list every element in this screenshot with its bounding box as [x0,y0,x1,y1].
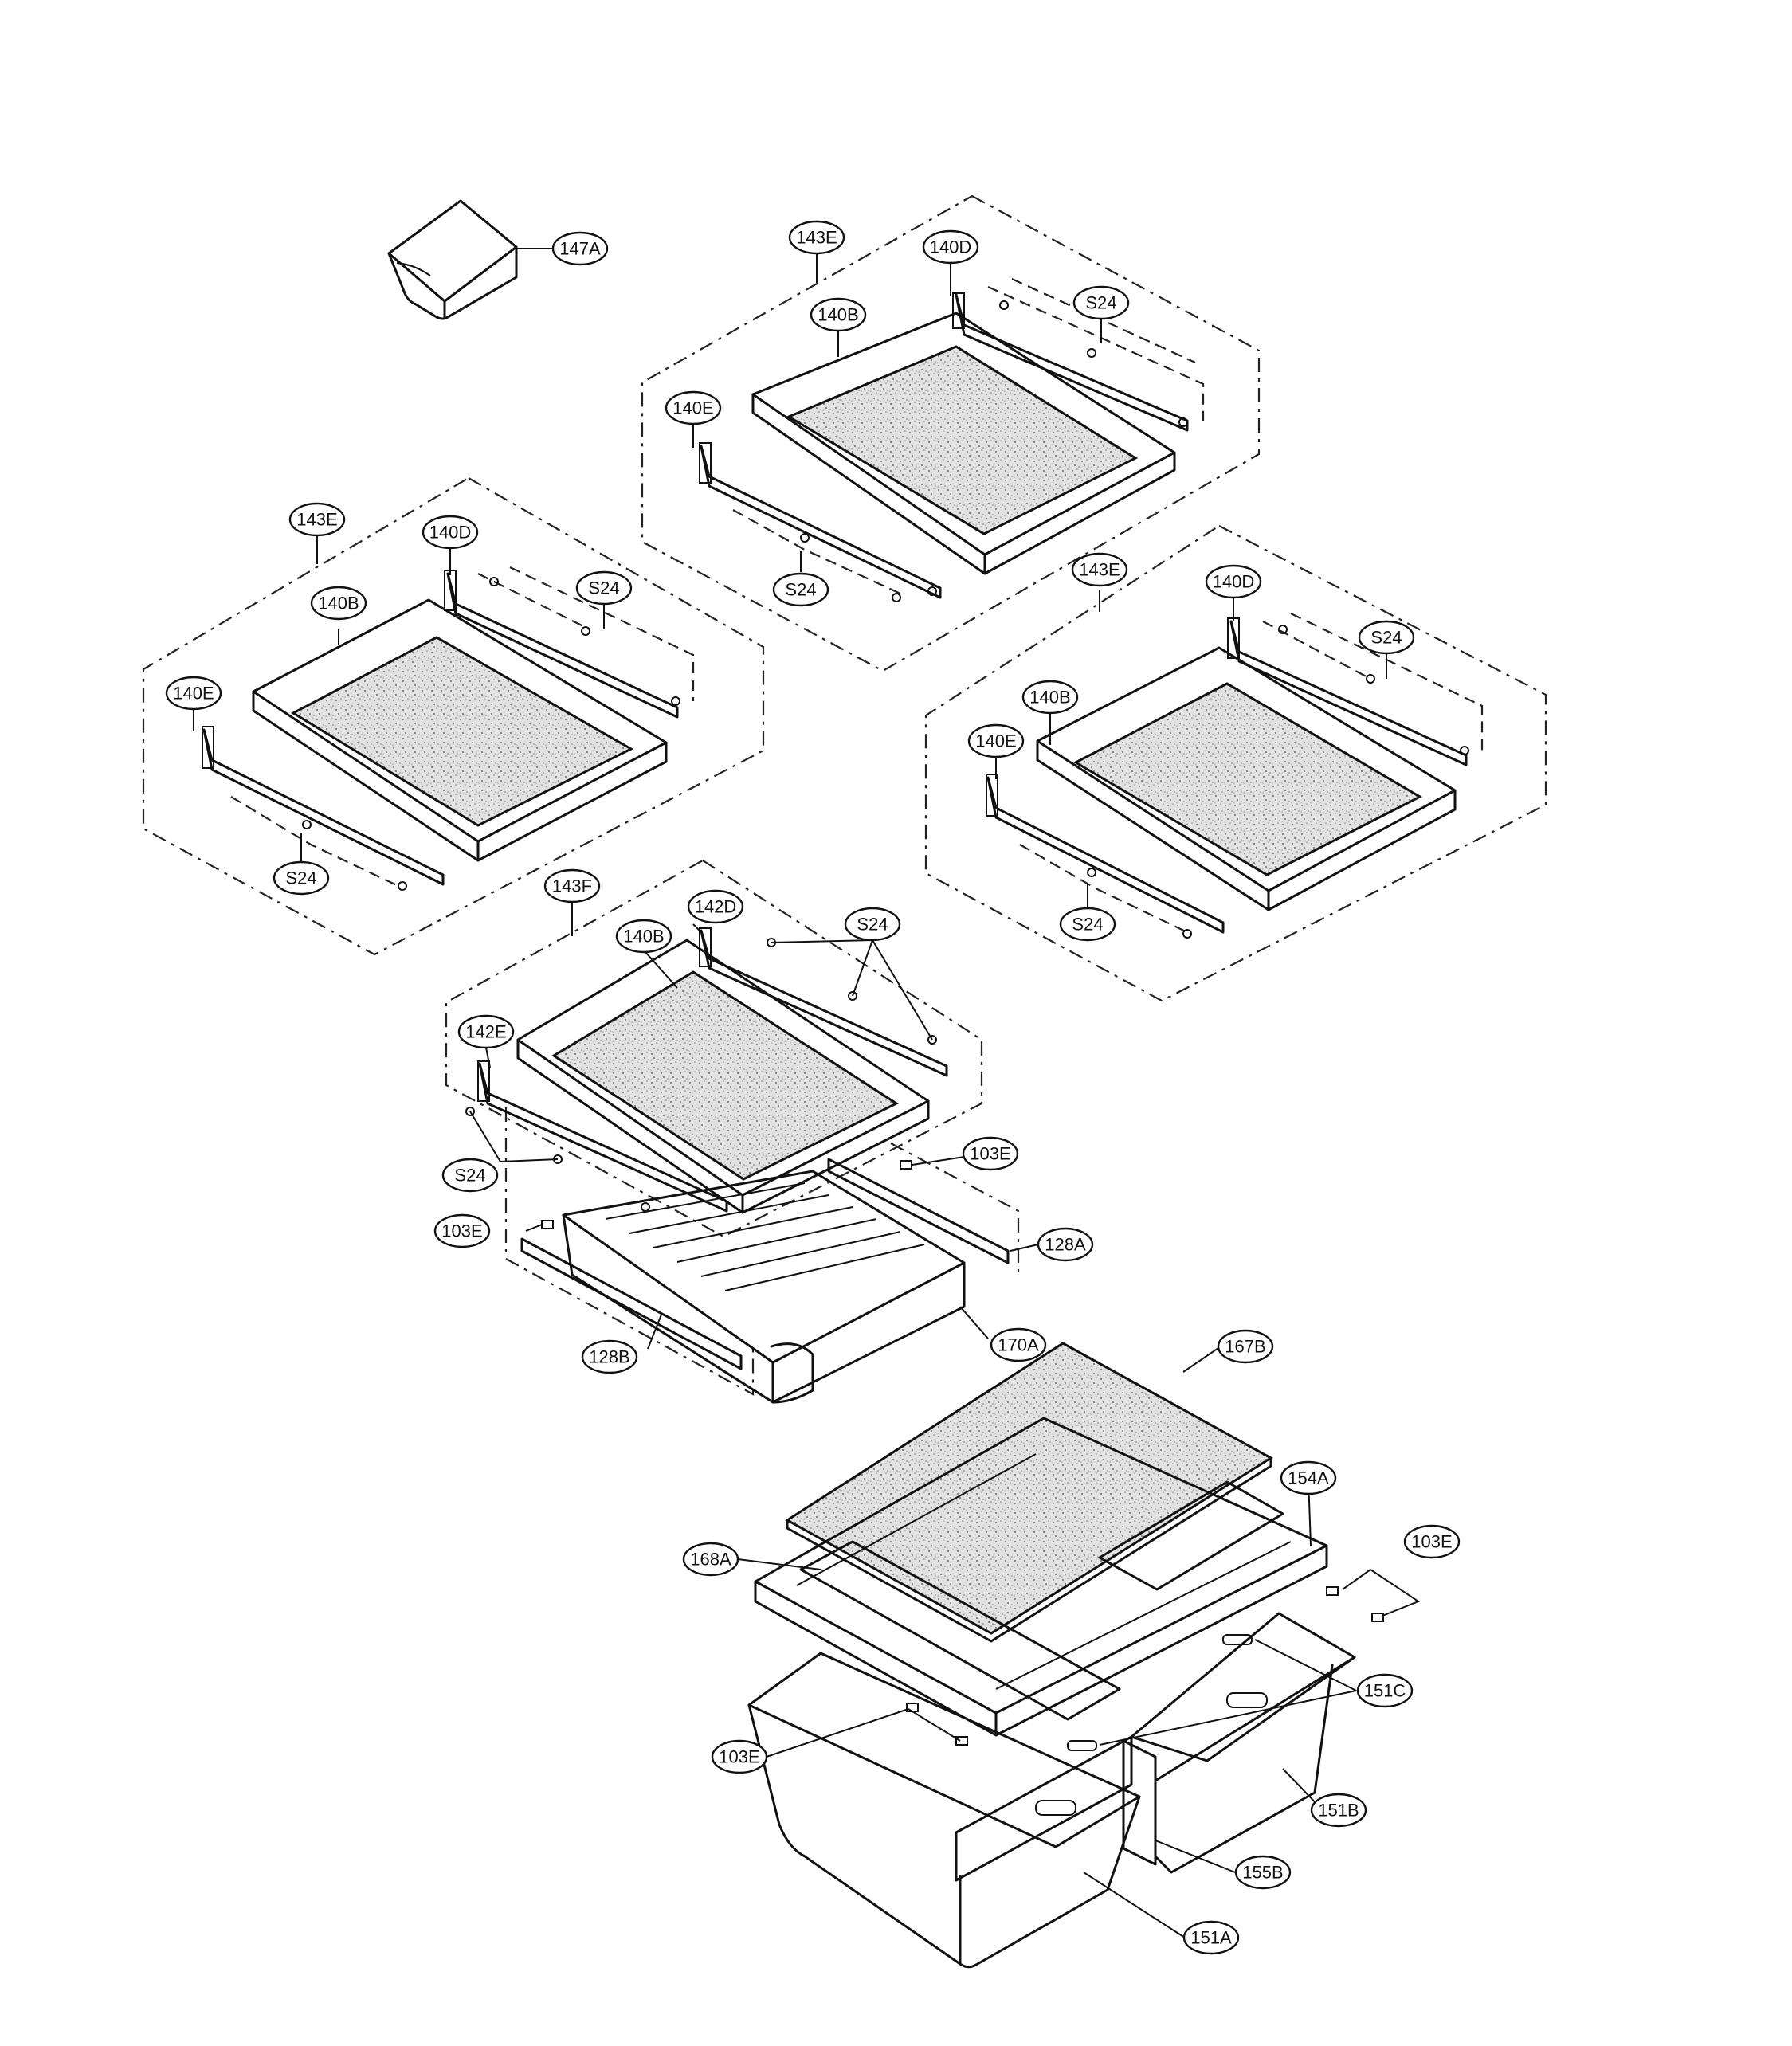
callout-left-S24-upper: S24 [575,570,633,606]
callout-label: 154A [1288,1468,1329,1488]
callout-bottom-151A: 151A [1182,1920,1240,1955]
callout-label: 140E [173,684,214,704]
callout-label: 128B [589,1347,629,1367]
callout-bottom-103E-top: 103E [1403,1524,1461,1559]
callout-bottom-103E-left: 103E [711,1739,768,1774]
callout-mid-170A: 170A [990,1327,1047,1362]
callout-label: 143E [1079,560,1120,580]
callout-label: 103E [1411,1532,1452,1552]
callout-left-140D: 140D [422,515,479,550]
callout-top-140B: 140B [810,297,867,332]
callout-label: 151B [1318,1801,1359,1821]
callout-label: 167B [1225,1337,1265,1357]
callout-right-140D: 140D [1205,564,1262,599]
callout-right-S24-upper: S24 [1358,620,1415,655]
callout-mid-S24-lower: S24 [441,1158,499,1193]
callout-label: 103E [441,1221,482,1241]
callout-label: S24 [1072,915,1103,935]
callout-label: 168A [690,1550,731,1570]
callout-left-S24-lower: S24 [273,860,330,896]
crisper-assembly-bottom [737,1342,1421,1969]
callout-bottom-168A: 168A [682,1542,739,1577]
callout-label: 140D [930,237,972,257]
callout-bottom-155B: 155B [1234,1855,1292,1890]
callout-label: 143E [796,228,837,248]
callout-right-143E: 143E [1071,552,1128,587]
callout-top-S24-lower: S24 [772,572,829,607]
callout-mid-128B: 128B [581,1339,638,1374]
callout-mid-103E-left: 103E [433,1213,491,1248]
callout-mid-142E: 142E [457,1014,515,1049]
shelf-assembly-right [924,524,1547,1002]
callout-label: S24 [857,915,888,935]
callout-top-143E: 143E [788,220,845,255]
callout-label: 143F [552,876,592,896]
callout-bottom-151B: 151B [1310,1793,1367,1828]
callout-bottom-167B: 167B [1217,1329,1274,1364]
callout-bottom-151C: 151C [1356,1673,1414,1708]
callout-label: 128A [1045,1235,1086,1255]
callout-top-S24-upper: S24 [1072,285,1130,320]
callout-label: S24 [588,578,619,598]
bin-147A [387,199,558,320]
callout-label: 140B [818,305,858,325]
callout-label: 140D [1213,572,1255,592]
callout-label: 143E [296,510,337,530]
callout-label: 140E [975,731,1016,751]
callout-right-S24-lower: S24 [1059,907,1116,942]
callout-label: 140B [1029,688,1070,707]
shelf-assembly-top [641,194,1261,672]
callout-label: S24 [785,580,816,600]
shelf-assembly-left [142,476,765,956]
callout-top-140D: 140D [922,229,979,265]
callout-mid-128A: 128A [1037,1227,1094,1262]
callout-label: 142E [465,1022,506,1042]
callout-left-140B: 140B [310,586,367,621]
callout-label: S24 [285,868,316,888]
callout-top-140E: 140E [665,390,722,425]
callout-mid-143F: 143F [543,868,601,903]
callout-label: 103E [719,1747,759,1767]
callout-label: 151C [1364,1681,1406,1701]
callout-left-140E: 140E [165,676,222,711]
callout-label: 103E [970,1144,1010,1164]
callout-label: 140B [318,594,359,613]
shelf-drawer-assembly-middle [445,859,1039,1404]
callout-label: 170A [998,1335,1039,1355]
callout-label: 140B [623,927,664,947]
callout-mid-103E-right: 103E [962,1136,1019,1171]
callout-mid-S24-upper: S24 [844,907,901,942]
callout-bottom-154A: 154A [1280,1460,1337,1495]
callout-right-140B: 140B [1021,680,1079,715]
callout-label: 147A [559,239,601,259]
callout-label: 142D [695,897,737,917]
callout-mid-140B: 140B [615,919,672,954]
callout-147A: 147A [551,231,609,266]
callout-label: 140D [429,523,472,543]
callout-label: S24 [454,1166,485,1186]
callout-mid-142D: 142D [687,889,744,924]
callout-label: S24 [1370,628,1402,648]
callout-label: 151A [1190,1928,1232,1948]
callout-label: 155B [1242,1863,1283,1883]
callout-label: 140E [672,398,713,418]
callout-label: S24 [1085,293,1116,313]
callout-right-140E: 140E [967,723,1025,758]
callout-left-143E: 143E [288,502,346,537]
